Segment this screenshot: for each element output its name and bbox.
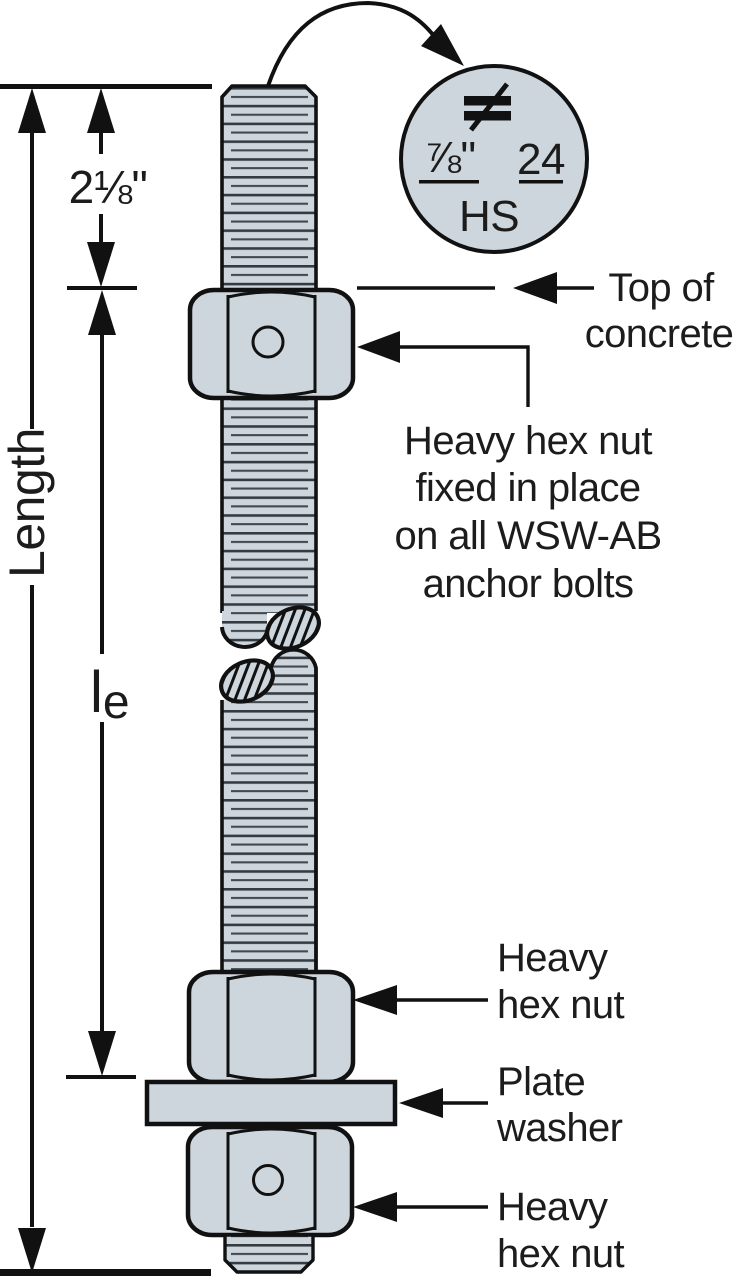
break-cross-section-upper [265, 605, 321, 651]
threaded-rod-lower [219, 647, 318, 972]
hex-nut-middle [186, 969, 356, 1085]
length-dimension-text: Length [0, 428, 55, 578]
stickout-dimension-text: 2⅛" [69, 161, 148, 213]
svg-text:washer: washer [496, 1106, 623, 1150]
not-equal-mark-icon [464, 82, 511, 132]
callout-diameter: ⅞" [424, 133, 475, 182]
arrow-curved-icon [421, 24, 464, 66]
hex-nut-bottom [185, 1124, 355, 1238]
extension-line-top [0, 84, 212, 89]
callout-steel-grade: HS [459, 192, 519, 241]
svg-text:on all WSW-AB: on all WSW-AB [394, 514, 661, 558]
dimension-top-stickout: 2⅛" [69, 88, 148, 287]
svg-text:Heavy: Heavy [497, 1185, 608, 1229]
nut-dimple [252, 1164, 284, 1196]
label-fixed-hex-nut-note: Heavy hex nut fixed in place on all WSW-… [357, 331, 662, 606]
svg-text:anchor bolts: anchor bolts [423, 562, 634, 606]
arrow-left-icon [357, 331, 400, 363]
nut-dimple [251, 325, 285, 359]
label-plate-washer: Plate washer [399, 1060, 623, 1150]
arrow-up-icon [88, 290, 116, 335]
label-top-of-concrete: Top of concrete [357, 266, 734, 356]
thread-stub-bottom [223, 1233, 315, 1274]
dimension-embedment: le [88, 290, 130, 1076]
dimensions: Length 2⅛" le [0, 84, 212, 1276]
thread-count-underline [519, 180, 563, 184]
anchor-bolt-illustration [144, 84, 398, 1274]
svg-text:hex nut: hex nut [497, 983, 624, 1027]
label-middle-hex-nut: Heavy hex nut [353, 936, 625, 1027]
embedment-dimension-text: le [90, 660, 130, 729]
svg-text:Heavy hex nut: Heavy hex nut [404, 419, 652, 463]
arrow-down-icon [88, 1031, 116, 1076]
callout-thread-count: 24 [517, 135, 565, 184]
diameter-underline [419, 180, 479, 184]
tick-top-of-concrete [67, 286, 137, 290]
svg-text:concrete: concrete [585, 312, 734, 356]
plate-washer-shape [144, 1079, 398, 1127]
svg-text:Heavy: Heavy [497, 936, 608, 980]
leaders-and-labels: Top of concrete Heavy hex nut fixed in p… [353, 266, 734, 1276]
callout-circle [399, 64, 589, 254]
svg-text:hex nut: hex nut [497, 1232, 624, 1276]
break-cross-section-lower [219, 658, 275, 704]
label-bottom-hex-nut: Heavy hex nut [353, 1185, 625, 1276]
head-marking-callout: ⅞" 24 HS [266, 0, 589, 254]
arrow-left-icon [399, 1088, 443, 1118]
arrow-left-icon [353, 985, 397, 1015]
arrow-down-icon [87, 242, 115, 287]
arrow-down-icon [18, 1228, 46, 1273]
extension-line-bottom [0, 1269, 211, 1276]
arrow-up-icon [87, 88, 115, 133]
arrow-left-icon [513, 272, 557, 304]
svg-text:Top of: Top of [608, 266, 715, 310]
dimension-overall-length: Length [0, 88, 55, 1273]
arrow-left-icon [353, 1192, 397, 1222]
svg-text:Plate: Plate [497, 1060, 585, 1104]
curved-leader [266, 0, 436, 87]
hex-nut-top [187, 287, 356, 401]
svg-text:fixed in place: fixed in place [415, 466, 640, 510]
arrow-up-icon [18, 88, 46, 133]
tick-embed-bottom [66, 1075, 136, 1079]
